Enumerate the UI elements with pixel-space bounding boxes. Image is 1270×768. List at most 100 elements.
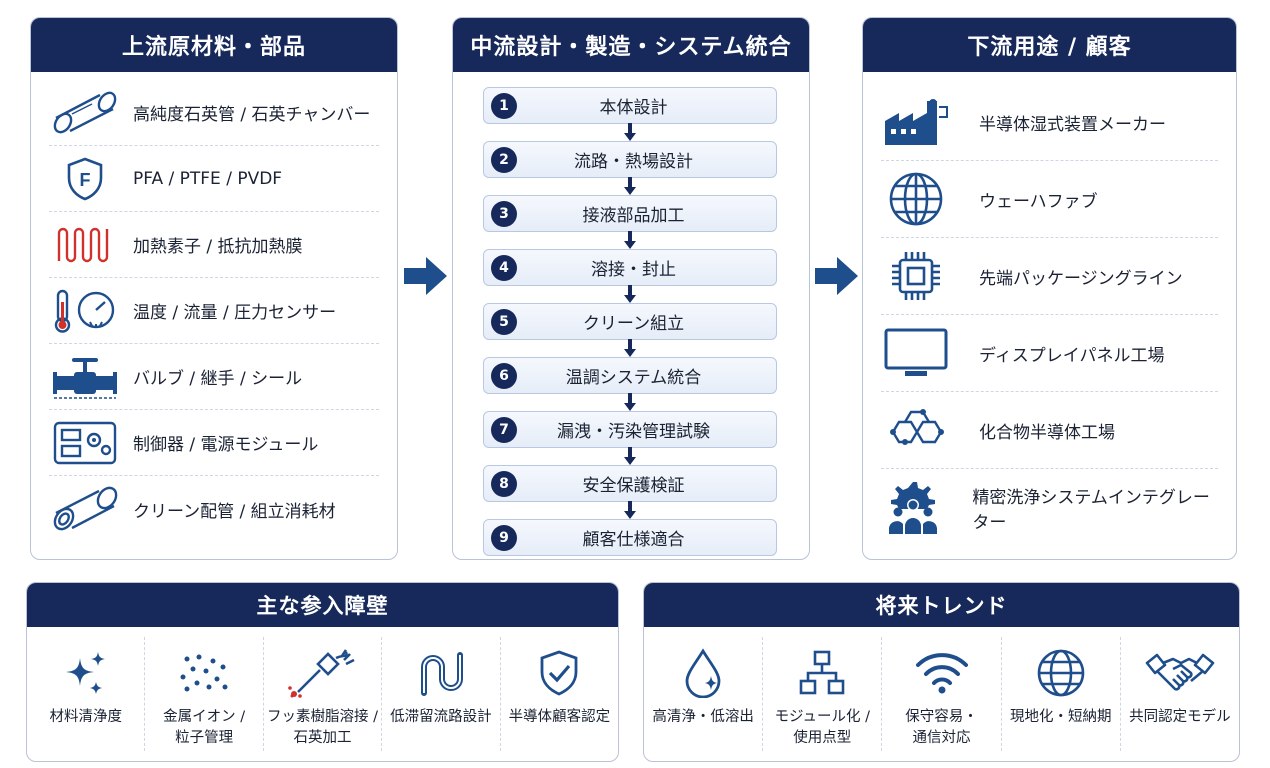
upstream-item-label: 制御器 / 電源モジュール bbox=[133, 435, 319, 455]
down-arrow-icon bbox=[624, 285, 636, 303]
barrier-label: 半導体顧客認定 bbox=[508, 709, 611, 725]
step-label: 流路・熱場設計 bbox=[574, 152, 693, 172]
upstream-item-label: 高純度石英管 / 石英チャンバー bbox=[133, 105, 371, 125]
process-step: 2 流路・熱場設計 bbox=[483, 141, 777, 195]
step-label: 漏洩・汚染管理試験 bbox=[557, 422, 710, 442]
upstream-item: クリーン配管 / 組立消耗材 bbox=[49, 476, 379, 542]
factory-icon bbox=[881, 94, 951, 150]
process-step: 5 クリーン組立 bbox=[483, 303, 777, 357]
trend-item: 保守容易・ 通信対応 bbox=[882, 637, 1002, 751]
upstream-title: 上流原材料・部品 bbox=[31, 18, 397, 72]
step-label: 本体設計 bbox=[599, 98, 668, 118]
valve-icon bbox=[49, 352, 121, 402]
trend-label: 共同認定モデル bbox=[1129, 709, 1231, 725]
controller-icon bbox=[49, 418, 121, 468]
flow-path-icon bbox=[416, 649, 466, 697]
trends-title: 将来トレンド bbox=[644, 583, 1239, 627]
step-label: 温調システム統合 bbox=[565, 368, 702, 388]
wifi-icon bbox=[914, 649, 970, 697]
downstream-item-label: 化合物半導体工場 bbox=[979, 422, 1115, 443]
step-number: 2 bbox=[491, 146, 517, 173]
trends-panel: 将来トレンド 高清浄・低溶出 モジュール化 / 使用点型 保 bbox=[643, 582, 1240, 762]
downstream-item: 先端パッケージングライン bbox=[881, 238, 1218, 315]
process-step: 1 本体設計 bbox=[483, 87, 777, 141]
barrier-label: 低滞留流路設計 bbox=[390, 709, 492, 725]
down-arrow-icon bbox=[624, 177, 636, 195]
flow-arrow-right-icon bbox=[815, 257, 858, 295]
downstream-item: ウェーハファブ bbox=[881, 161, 1218, 238]
chip-icon bbox=[881, 248, 951, 304]
trend-item: 高清浄・低溶出 bbox=[644, 637, 764, 751]
step-label: クリーン組立 bbox=[582, 314, 685, 334]
downstream-item: ディスプレイパネル工場 bbox=[881, 315, 1218, 392]
barrier-item: 低滞留流路設計 bbox=[382, 637, 501, 751]
welding-torch-icon bbox=[287, 649, 358, 698]
trend-item: モジュール化 / 使用点型 bbox=[763, 637, 883, 751]
downstream-item: 化合物半導体工場 bbox=[881, 392, 1218, 469]
barriers-title: 主な参入障壁 bbox=[27, 583, 618, 627]
step-number: 3 bbox=[491, 200, 517, 227]
upstream-item-label: 温度 / 流量 / 圧力センサー bbox=[133, 303, 337, 323]
gear-team-icon bbox=[881, 480, 944, 536]
barrier-label: フッ素樹脂溶接 / 石英加工 bbox=[267, 709, 379, 746]
trend-item: 共同認定モデル bbox=[1121, 637, 1239, 751]
barrier-label: 金属イオン / 粒子管理 bbox=[163, 709, 246, 746]
flow-arrow-right-icon bbox=[404, 257, 447, 295]
step-number: 9 bbox=[491, 524, 517, 551]
trend-label: 保守容易・ 通信対応 bbox=[905, 709, 978, 746]
down-arrow-icon bbox=[624, 339, 636, 357]
sensor-gauge-icon bbox=[49, 286, 121, 336]
downstream-panel: 下流用途 / 顧客 半導体湿式装置メーカー ウェーハファブ bbox=[862, 17, 1237, 560]
hexagon-molecule-icon bbox=[881, 402, 951, 458]
globe-icon bbox=[1036, 649, 1086, 697]
quartz-tube-icon bbox=[49, 88, 121, 138]
upstream-item-label: 加熱素子 / 抵抗加熱膜 bbox=[133, 237, 303, 257]
upstream-item: 温度 / 流量 / 圧力センサー bbox=[49, 278, 379, 344]
downstream-item: 半導体湿式装置メーカー bbox=[881, 84, 1218, 161]
barrier-item: 金属イオン / 粒子管理 bbox=[145, 637, 264, 751]
process-step: 3 接液部品加工 bbox=[483, 195, 777, 249]
upstream-item-label: クリーン配管 / 組立消耗材 bbox=[133, 501, 336, 522]
trend-item: 現地化・短納期 bbox=[1002, 637, 1121, 751]
downstream-item-label: 半導体湿式装置メーカー bbox=[979, 114, 1166, 135]
step-label: 接液部品加工 bbox=[582, 206, 685, 226]
barrier-label: 材料清浄度 bbox=[49, 709, 122, 725]
step-label: 安全保護検証 bbox=[582, 476, 685, 496]
downstream-item-label: ウェーハファブ bbox=[979, 191, 1098, 212]
droplet-icon bbox=[683, 648, 723, 698]
downstream-title: 下流用途 / 顧客 bbox=[863, 18, 1236, 72]
down-arrow-icon bbox=[624, 123, 636, 141]
step-number: 6 bbox=[491, 362, 517, 389]
step-label: 溶接・封止 bbox=[591, 260, 676, 280]
upstream-item: 加熱素子 / 抵抗加熱膜 bbox=[49, 212, 379, 278]
downstream-item-label: 先端パッケージングライン bbox=[979, 268, 1183, 289]
step-number: 5 bbox=[491, 308, 517, 335]
step-number: 7 bbox=[491, 416, 517, 443]
downstream-item: 精密洗浄システムインテグレーター bbox=[881, 469, 1218, 546]
barrier-item: 半導体顧客認定 bbox=[501, 637, 618, 751]
upstream-panel: 上流原材料・部品 高純度石英管 / 石英チャンバー F PFA / PTFE /… bbox=[30, 17, 398, 560]
module-blocks-icon bbox=[797, 649, 847, 697]
check-shield-icon bbox=[538, 649, 580, 697]
down-arrow-icon bbox=[624, 231, 636, 249]
down-arrow-icon bbox=[624, 447, 636, 465]
particles-icon bbox=[179, 649, 229, 697]
upstream-item: 制御器 / 電源モジュール bbox=[49, 410, 379, 476]
step-number: 1 bbox=[491, 92, 517, 119]
trend-label: 高清浄・低溶出 bbox=[652, 709, 754, 725]
downstream-item-label: ディスプレイパネル工場 bbox=[979, 345, 1165, 366]
monitor-icon bbox=[881, 325, 951, 381]
sparkle-icon bbox=[64, 649, 108, 697]
handshake-icon bbox=[1145, 649, 1215, 697]
svg-text:F: F bbox=[80, 170, 91, 190]
upstream-item: F PFA / PTFE / PVDF bbox=[49, 146, 379, 212]
trend-label: 現地化・短納期 bbox=[1009, 709, 1112, 725]
down-arrow-icon bbox=[624, 501, 636, 519]
barrier-item: 材料清浄度 bbox=[27, 637, 146, 751]
pipe-icon bbox=[49, 484, 121, 534]
fluoro-shield-icon: F bbox=[49, 154, 121, 204]
